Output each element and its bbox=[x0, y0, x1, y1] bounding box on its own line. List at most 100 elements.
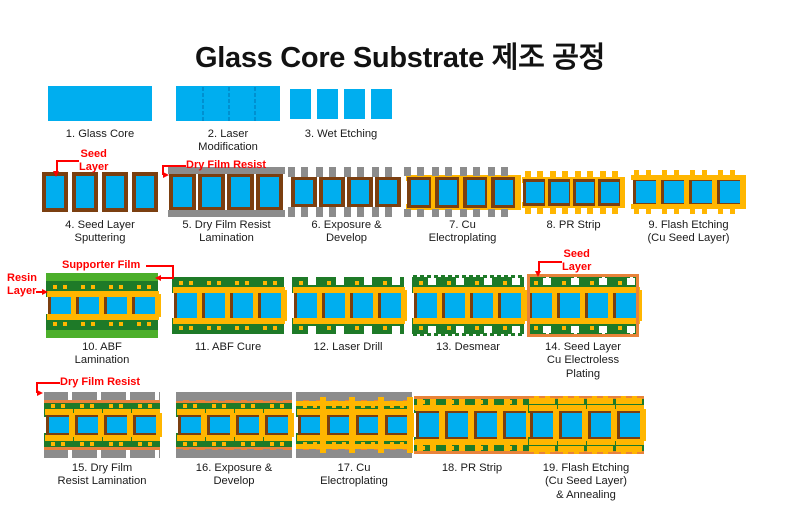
laser-drill-hole-top bbox=[392, 277, 400, 285]
copper-bump-bottom bbox=[587, 207, 593, 214]
step-12-caption: 12. Laser Drill bbox=[313, 341, 382, 354]
annotation-line: Dry Film Resist bbox=[60, 376, 141, 388]
desmear-texture-top bbox=[511, 275, 515, 278]
copper-dot-top bbox=[562, 281, 566, 285]
glass-pillar bbox=[620, 413, 640, 437]
step-8-caption: 8. PR Strip bbox=[546, 219, 600, 232]
electroless-seed-top bbox=[176, 400, 292, 403]
resist-block-bottom bbox=[460, 209, 467, 217]
resist-block-bottom bbox=[329, 207, 336, 217]
resist-block-top bbox=[234, 392, 241, 401]
step-19-illustration bbox=[528, 396, 646, 454]
copper-pad-top bbox=[321, 287, 349, 293]
copper-plate-top bbox=[414, 405, 530, 410]
copper-via bbox=[98, 413, 104, 437]
copper-pad-bottom bbox=[229, 318, 257, 324]
annotation-seed-layer-2-leader-h bbox=[538, 261, 562, 263]
copper-pad-bottom bbox=[355, 435, 383, 441]
step-laser-drill: 12. Laser Drill bbox=[292, 277, 407, 353]
copper-pad-top bbox=[659, 175, 687, 180]
caption-line: Lamination bbox=[74, 354, 130, 367]
step-9-caption: 9. Flash Etching(Cu Seed Layer) bbox=[647, 219, 729, 246]
glass-pillar bbox=[231, 177, 250, 207]
annotation-dfr-2-arrowhead bbox=[37, 389, 43, 396]
desmear-texture-top bbox=[448, 275, 452, 278]
copper-dot-top bbox=[91, 285, 95, 289]
copper-via bbox=[640, 409, 646, 441]
desmear-texture-top bbox=[441, 275, 445, 278]
copper-bump-top bbox=[674, 170, 679, 176]
electroless-seed-right bbox=[636, 274, 639, 337]
step-18-illustration bbox=[414, 396, 532, 454]
glass-pillar bbox=[173, 177, 192, 207]
laser-dash-segment bbox=[202, 87, 204, 91]
caption-line: Develop bbox=[213, 475, 255, 488]
copper-dot-bottom bbox=[503, 326, 507, 330]
copper-dot-top bbox=[183, 404, 187, 408]
copper-bump-bottom bbox=[600, 207, 606, 214]
annotation-seed-layer-2-leader-v bbox=[538, 261, 540, 272]
step-14-illustration bbox=[527, 274, 642, 337]
copper-pad-top bbox=[558, 398, 584, 404]
copper-pad-bottom bbox=[529, 446, 555, 452]
copper-dot-top bbox=[119, 285, 123, 289]
glass-core-slab bbox=[176, 86, 280, 121]
copper-via bbox=[611, 409, 617, 441]
glass-pillar bbox=[692, 181, 712, 203]
copper-dot-bottom bbox=[147, 322, 151, 326]
copper-pad-bottom bbox=[558, 439, 586, 445]
step-exposure-develop-2: 16. Exposure &Develop bbox=[176, 392, 294, 487]
desmear-texture-bottom bbox=[413, 333, 417, 336]
copper-bump-bottom bbox=[430, 445, 436, 451]
annotation-resin-layer-arrowhead bbox=[42, 288, 48, 295]
resist-block-top bbox=[189, 392, 196, 401]
dry-film-bottom bbox=[44, 450, 160, 458]
glass-pillar bbox=[177, 293, 197, 318]
copper-bump-top bbox=[662, 170, 667, 176]
copper-via bbox=[515, 175, 521, 210]
copper-pad-top bbox=[587, 405, 615, 411]
electroless-seed-bottom bbox=[44, 447, 160, 450]
resist-block-top bbox=[432, 167, 439, 176]
step-6-caption: 6. Exposure &Develop bbox=[311, 219, 381, 246]
copper-pad-top bbox=[558, 405, 586, 411]
step-13-illustration bbox=[412, 275, 527, 336]
copper-dot-bottom bbox=[179, 326, 183, 330]
copper-bump-bottom bbox=[459, 445, 465, 451]
desmear-texture-bottom bbox=[490, 333, 494, 336]
glass-pillar bbox=[720, 181, 740, 203]
copper-pad-bottom bbox=[529, 439, 557, 445]
electroless-seed-bottom bbox=[527, 334, 639, 337]
resist-block-bottom bbox=[367, 449, 374, 458]
copper-bump-bottom bbox=[662, 208, 667, 214]
resist-opening-bottom bbox=[126, 450, 130, 458]
copper-pad-bottom bbox=[74, 435, 102, 441]
glass-pillar bbox=[295, 180, 313, 204]
dry-film-top bbox=[168, 167, 285, 174]
copper-bump-bottom bbox=[537, 207, 543, 214]
copper-bump-bottom bbox=[545, 450, 550, 454]
resist-block-top bbox=[344, 167, 351, 177]
copper-pad-top bbox=[75, 291, 103, 297]
glass-pillar bbox=[636, 181, 656, 203]
annotation-supporter-film-leader-h2 bbox=[160, 277, 174, 279]
glass-pillar bbox=[330, 417, 350, 433]
step-wet-etching: 3. Wet Etching bbox=[290, 89, 392, 140]
copper-dot-bottom bbox=[81, 322, 85, 326]
laser-dash-segment bbox=[254, 117, 256, 121]
copper-pad-top bbox=[529, 398, 555, 404]
resist-block-top bbox=[338, 392, 345, 401]
caption-line: 5. Dry Film Resist bbox=[182, 219, 271, 231]
copper-dot-bottom bbox=[119, 442, 123, 446]
copper-pad-top bbox=[45, 409, 73, 415]
copper-dot-top bbox=[421, 400, 425, 404]
copper-dot-bottom bbox=[91, 322, 95, 326]
copper-bump-bottom bbox=[690, 208, 695, 214]
copper-bump-bottom bbox=[634, 208, 639, 214]
resist-opening-top bbox=[68, 392, 72, 400]
step-19-caption: 19. Flash Etching(Cu Seed Layer)& Anneal… bbox=[543, 462, 629, 502]
copper-bump-bottom bbox=[417, 445, 423, 451]
copper-bump-top bbox=[545, 396, 550, 400]
desmear-texture-top bbox=[476, 275, 480, 278]
